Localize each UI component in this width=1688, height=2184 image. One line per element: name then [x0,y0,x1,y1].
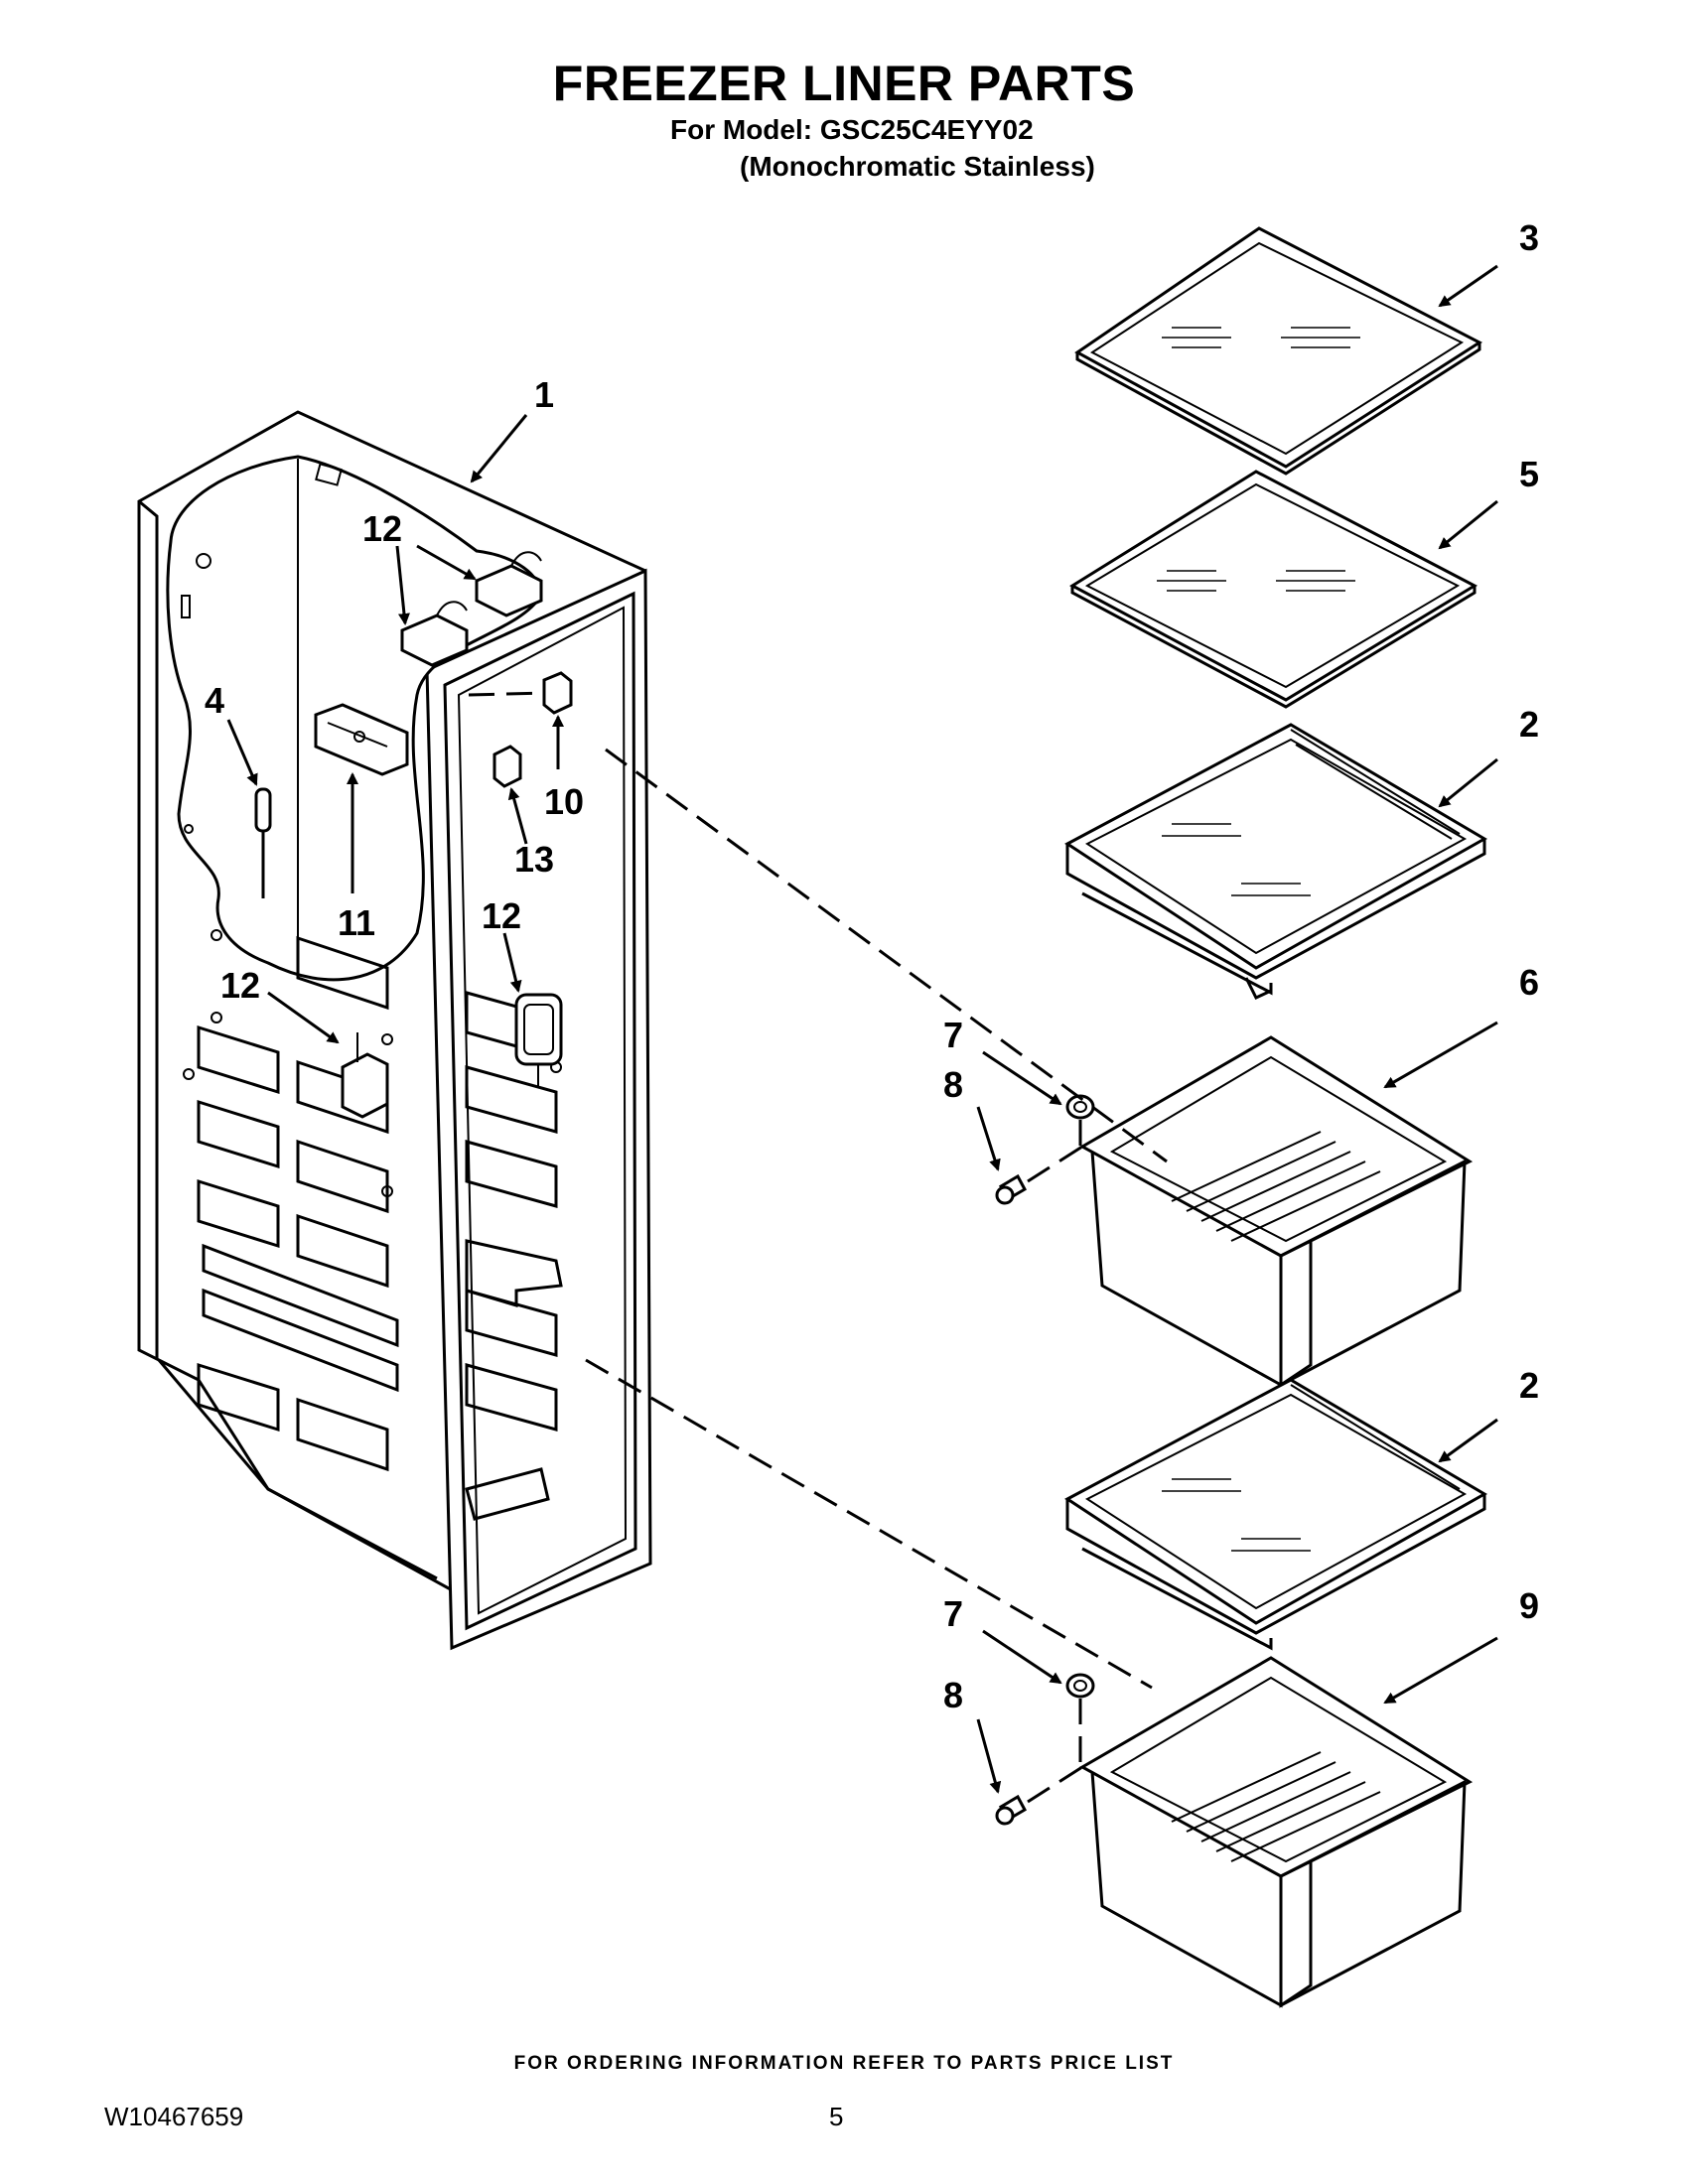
page-number: 5 [829,2102,844,2131]
mid-left-switch [341,1032,389,1119]
freezer-liner [137,410,652,1651]
callout-8-lower: 8 [943,1675,963,1715]
ordering-note: FOR ORDERING INFORMATION REFER TO PARTS … [513,2053,1175,2074]
roller-7-lower [1065,1673,1095,1699]
callout-12-top: 12 [362,508,402,549]
callout-3: 3 [1519,217,1539,258]
light-housing-part [314,703,409,776]
framed-shelf-2-lower [1064,1378,1487,1651]
callout-8-upper: 8 [943,1064,963,1105]
callout-7-lower: 7 [943,1593,963,1634]
screw-8-lower [995,1794,1028,1826]
callout-12-left: 12 [220,965,260,1006]
callout-2-upper: 2 [1519,704,1539,745]
callout-11: 11 [338,902,375,943]
callout-12-mid: 12 [482,895,521,936]
framed-shelf-2-upper [1064,723,1487,1000]
callout-leaders [226,264,1498,1794]
glass-shelf-3 [1074,226,1482,476]
sensor-part [254,787,272,898]
callout-5: 5 [1519,454,1539,494]
callout-2-lower: 2 [1519,1365,1539,1406]
shelf-3-pattern [1162,327,1360,348]
document-number: W10467659 [104,2102,244,2131]
glass-shelf-5 [1069,470,1478,709]
callout-7-upper: 7 [943,1015,963,1055]
callout-6: 6 [1519,962,1539,1003]
variant-line: (Monochromatic Stainless) [740,151,1095,182]
screw-8-upper [995,1173,1028,1205]
callout-10: 10 [544,781,584,822]
door-switch-13 [492,745,522,788]
light-lens [514,993,563,1087]
liner-vent-panels [197,935,558,1472]
alignment-lines [468,691,1168,1804]
callout-4: 4 [205,680,224,721]
freezer-basket-9 [1078,1656,1474,2008]
callout-numbers: 1 2 2 3 4 5 6 7 7 8 8 9 10 11 12 12 12 1… [205,217,1539,1715]
callout-1: 1 [534,374,554,415]
freezer-basket-6 [1078,1035,1474,1388]
door-switch-10 [542,671,573,715]
page-title: FREEZER LINER PARTS [552,56,1136,111]
callout-9: 9 [1519,1585,1539,1626]
top-light-switches [400,551,543,667]
callout-13: 13 [514,839,554,880]
model-line: For Model: GSC25C4EYY02 [670,114,1034,145]
